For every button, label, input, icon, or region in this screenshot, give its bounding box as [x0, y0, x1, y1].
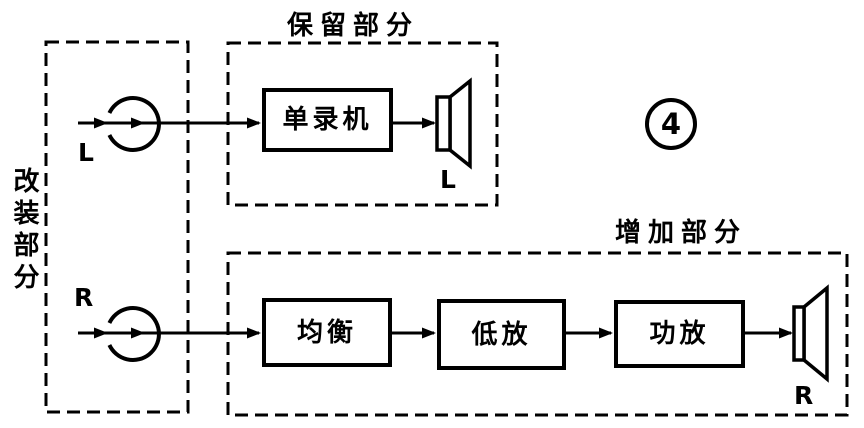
- tape-head-icon: [107, 306, 161, 362]
- arrow-right-icon: [599, 327, 613, 339]
- retained-region-title: 保留部分: [286, 11, 419, 41]
- block-low-level-amp-label: 低放: [471, 319, 532, 350]
- block-equalizer-label: 均衡: [296, 317, 357, 348]
- block-equalizer: 均衡: [262, 298, 392, 367]
- speaker-icon: [435, 77, 472, 170]
- arrow-right-icon: [131, 117, 145, 129]
- right-speaker-label: R: [794, 381, 814, 410]
- added-region-title: 增加部分: [614, 218, 747, 248]
- right-input-label: R: [74, 283, 94, 312]
- arrow-right-icon: [94, 327, 108, 339]
- figure-number-circle: [645, 98, 697, 150]
- modified-region-title: 改装部分: [9, 167, 39, 295]
- block-low-level-amp: 低放: [437, 299, 566, 370]
- arrow-right-icon: [422, 117, 436, 129]
- block-recorder-label: 单录机: [282, 105, 373, 135]
- left-input-label: L: [78, 138, 94, 167]
- arrow-right-icon: [94, 117, 108, 129]
- block-power-amp-label: 功放: [649, 319, 710, 349]
- arrow-right-icon: [779, 327, 793, 339]
- speaker-icon: [792, 284, 829, 383]
- arrow-right-icon: [131, 327, 145, 339]
- tape-head-icon: [107, 96, 161, 152]
- block-power-amp: 功放: [614, 300, 745, 368]
- arrow-right-icon: [247, 327, 261, 339]
- block-recorder: 单录机: [262, 88, 393, 152]
- left-speaker-label: L: [440, 165, 456, 194]
- arrow-right-icon: [247, 117, 261, 129]
- arrow-right-icon: [422, 327, 436, 339]
- figure-number: 4: [660, 107, 682, 141]
- modified-region-dashed-box: [44, 40, 190, 414]
